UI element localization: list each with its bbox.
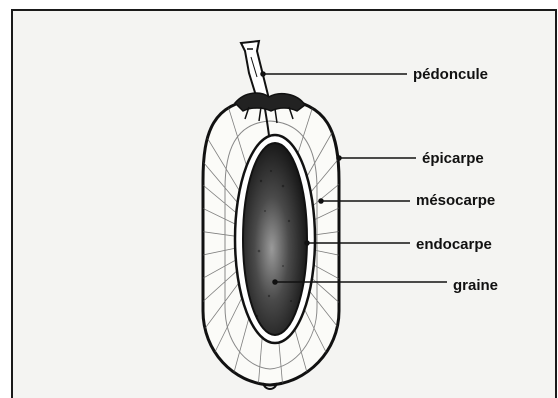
label-epicarp: épicarpe bbox=[422, 150, 484, 168]
seed bbox=[243, 143, 307, 335]
label-peduncle: pédoncule bbox=[413, 66, 488, 84]
peduncle-stalk bbox=[241, 41, 269, 99]
diagram-panel: pédoncule épicarpe mésocarpe endocarpe g… bbox=[11, 9, 557, 398]
label-mesocarp: mésocarpe bbox=[416, 192, 495, 210]
label-seed: graine bbox=[453, 277, 498, 295]
label-endocarp: endocarpe bbox=[416, 236, 492, 254]
